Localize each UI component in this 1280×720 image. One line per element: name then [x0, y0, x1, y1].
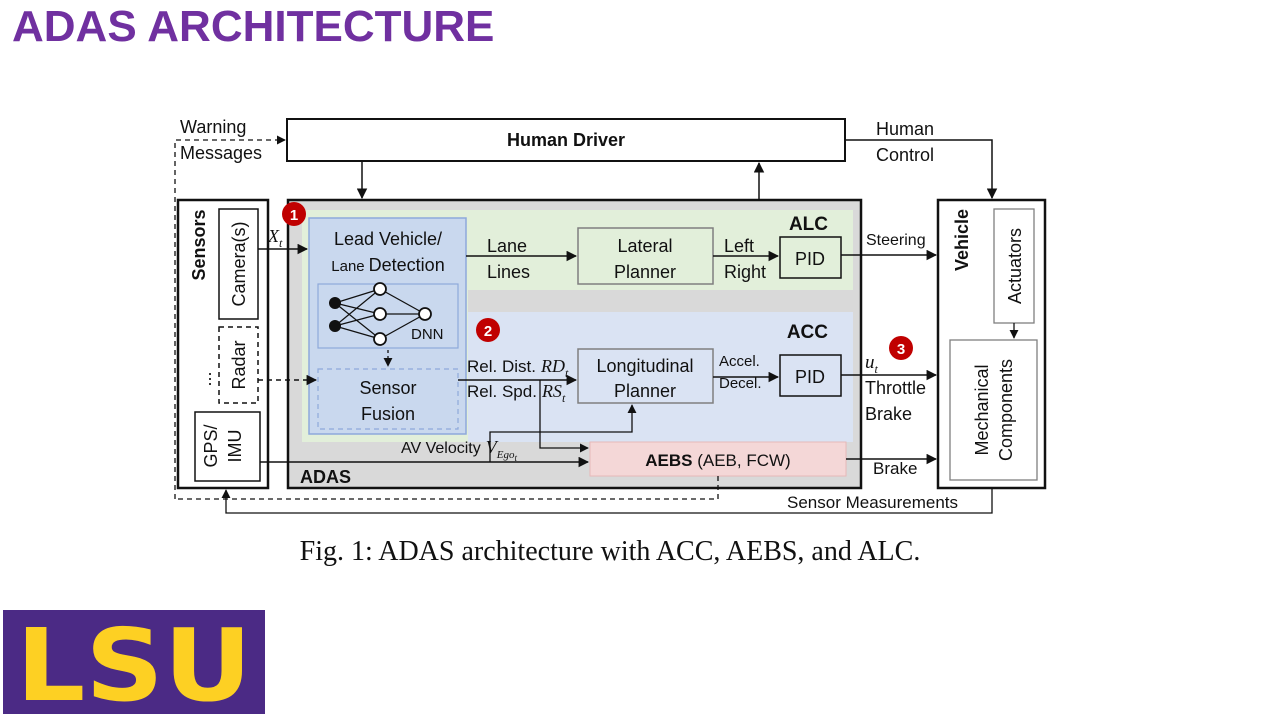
- brake-label-acc: Brake: [865, 404, 912, 424]
- actuators-label: Actuators: [1005, 228, 1025, 304]
- sensor-measurements-arrow: [221, 488, 993, 514]
- rel-dist-to-aebs-arrow: [539, 380, 589, 453]
- decel-label: Decel.: [719, 375, 762, 392]
- lead-vehicle-label: Lead Vehicle/: [334, 229, 442, 249]
- warning-label: Warning: [180, 117, 246, 137]
- lsu-logo-text: LSU: [16, 610, 252, 714]
- imu-label: IMU: [225, 430, 245, 463]
- rel-spd-label: Rel. Spd.RSt: [467, 381, 566, 405]
- rel-dist-label: Rel. Dist.RDt: [467, 356, 569, 380]
- lateral-planner-box: [577, 227, 714, 285]
- right-label: Right: [724, 262, 766, 282]
- radar-label: Radar: [229, 340, 249, 389]
- sensor-fusion-label-1: Sensor: [359, 378, 416, 398]
- sensor-measurements-label: Sensor Measurements: [787, 493, 958, 512]
- control-label: Control: [876, 145, 934, 165]
- human-label: Human: [876, 119, 934, 139]
- mechanical-label: Mechanical: [972, 364, 992, 455]
- sensor-fusion-box: [317, 368, 459, 430]
- gps-label: GPS/: [201, 424, 221, 467]
- sensor-fusion-label-2: Fusion: [361, 404, 415, 424]
- gps-imu-box: [194, 411, 261, 482]
- acc-title: ACC: [787, 322, 828, 343]
- accel-label: Accel.: [719, 353, 760, 370]
- planner-label-lat: Planner: [614, 262, 676, 282]
- lateral-label: Lateral: [617, 236, 672, 256]
- dnn-label: DNN: [411, 326, 444, 343]
- lane-label: Lane: [487, 236, 527, 256]
- alc-pid-box: [779, 236, 842, 279]
- messages-label: Messages: [180, 143, 262, 163]
- u-t-label: ut: [865, 352, 879, 376]
- marker-2: [476, 318, 500, 342]
- left-label: Left: [724, 236, 754, 256]
- camera-box: [218, 208, 259, 320]
- longitudinal-label: Longitudinal: [596, 356, 693, 376]
- warning-messages-arrow: [174, 135, 286, 499]
- lsu-logo: LSU: [3, 610, 265, 714]
- components-label: Components: [996, 359, 1016, 461]
- figure-caption: Fig. 1: ADAS architecture with ACC, AEBS…: [299, 536, 921, 567]
- alc-title: ALC: [789, 214, 828, 235]
- aebs-warning-line: [175, 476, 719, 500]
- alc-pid-label: PID: [795, 249, 825, 269]
- dnn-icon: [317, 282, 459, 349]
- lines-label: Lines: [487, 262, 530, 282]
- acc-pid-label: PID: [795, 367, 825, 387]
- marker-1-label: 1: [290, 207, 298, 224]
- marker-3-label: 3: [897, 341, 905, 358]
- x-t-label: Xt: [267, 226, 283, 250]
- vehicle-title: Vehicle: [952, 209, 972, 271]
- camera-label: Camera(s): [229, 221, 249, 306]
- sensor-ellipsis: ...: [195, 371, 215, 386]
- adas-label: ADAS: [300, 467, 351, 487]
- marker-1: [282, 202, 306, 226]
- velocity-to-longitudinal-arrow: [489, 404, 637, 462]
- adas-architecture-diagram: Human Driver Warning Messages Human Cont…: [174, 117, 1047, 514]
- human-driver-label: Human Driver: [507, 130, 625, 150]
- throttle-label: Throttle: [865, 378, 926, 398]
- longitudinal-planner-box: [577, 348, 714, 404]
- radar-box: [218, 326, 259, 404]
- aebs-box: [589, 441, 847, 477]
- mechanical-box: [949, 339, 1038, 481]
- marker-2-label: 2: [484, 323, 492, 340]
- steering-label: Steering: [866, 232, 926, 249]
- human-driver-box: [286, 118, 846, 162]
- human-control-arrow: [845, 139, 998, 200]
- brake-label-aebs: Brake: [873, 459, 917, 478]
- marker-3: [889, 336, 913, 360]
- planner-label-long: Planner: [614, 381, 676, 401]
- acc-pid-box: [779, 354, 842, 397]
- aebs-label: AEBS (AEB, FCW): [645, 451, 790, 470]
- slide-title: ADAS ARCHITECTURE: [12, 2, 495, 51]
- sensors-title: Sensors: [189, 209, 209, 280]
